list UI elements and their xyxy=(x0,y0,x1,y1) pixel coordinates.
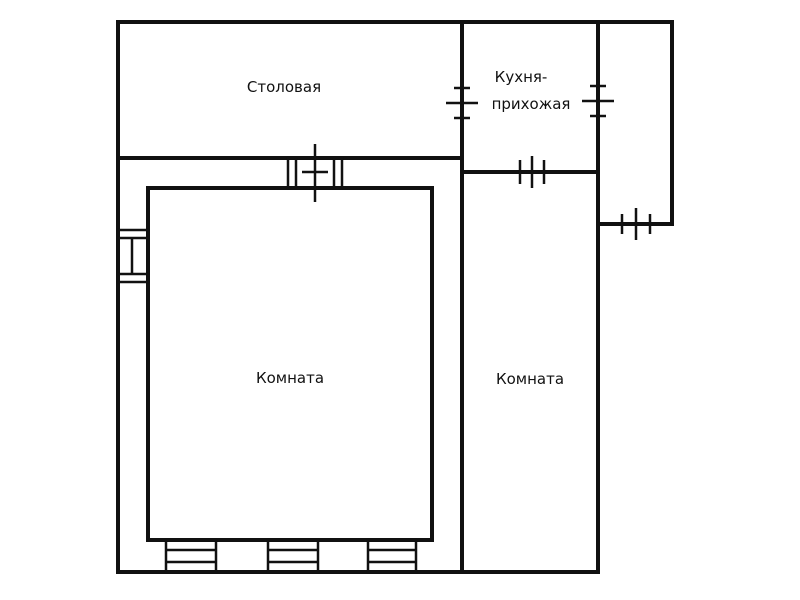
door-top-inner-room xyxy=(302,144,328,202)
door-kitchen-annex xyxy=(582,84,614,118)
window-bottom-2 xyxy=(266,538,320,574)
window-left-inner-room xyxy=(116,228,150,284)
door-kitchen-room xyxy=(516,156,548,188)
inner-room-outline xyxy=(146,186,434,542)
window-bottom-3 xyxy=(366,538,418,574)
label-kitchen-line2: прихожая xyxy=(492,95,571,113)
label-dining: Столовая xyxy=(247,78,321,96)
door-annex-exit xyxy=(618,208,656,240)
label-room-left: Комната xyxy=(256,369,324,387)
label-kitchen-line1: Кухня- xyxy=(495,68,548,86)
label-room-right: Комната xyxy=(496,370,564,388)
window-frame xyxy=(116,228,150,284)
outer-walls xyxy=(116,20,674,574)
door-dining-kitchen xyxy=(446,86,478,120)
window-bottom-1 xyxy=(164,538,218,574)
